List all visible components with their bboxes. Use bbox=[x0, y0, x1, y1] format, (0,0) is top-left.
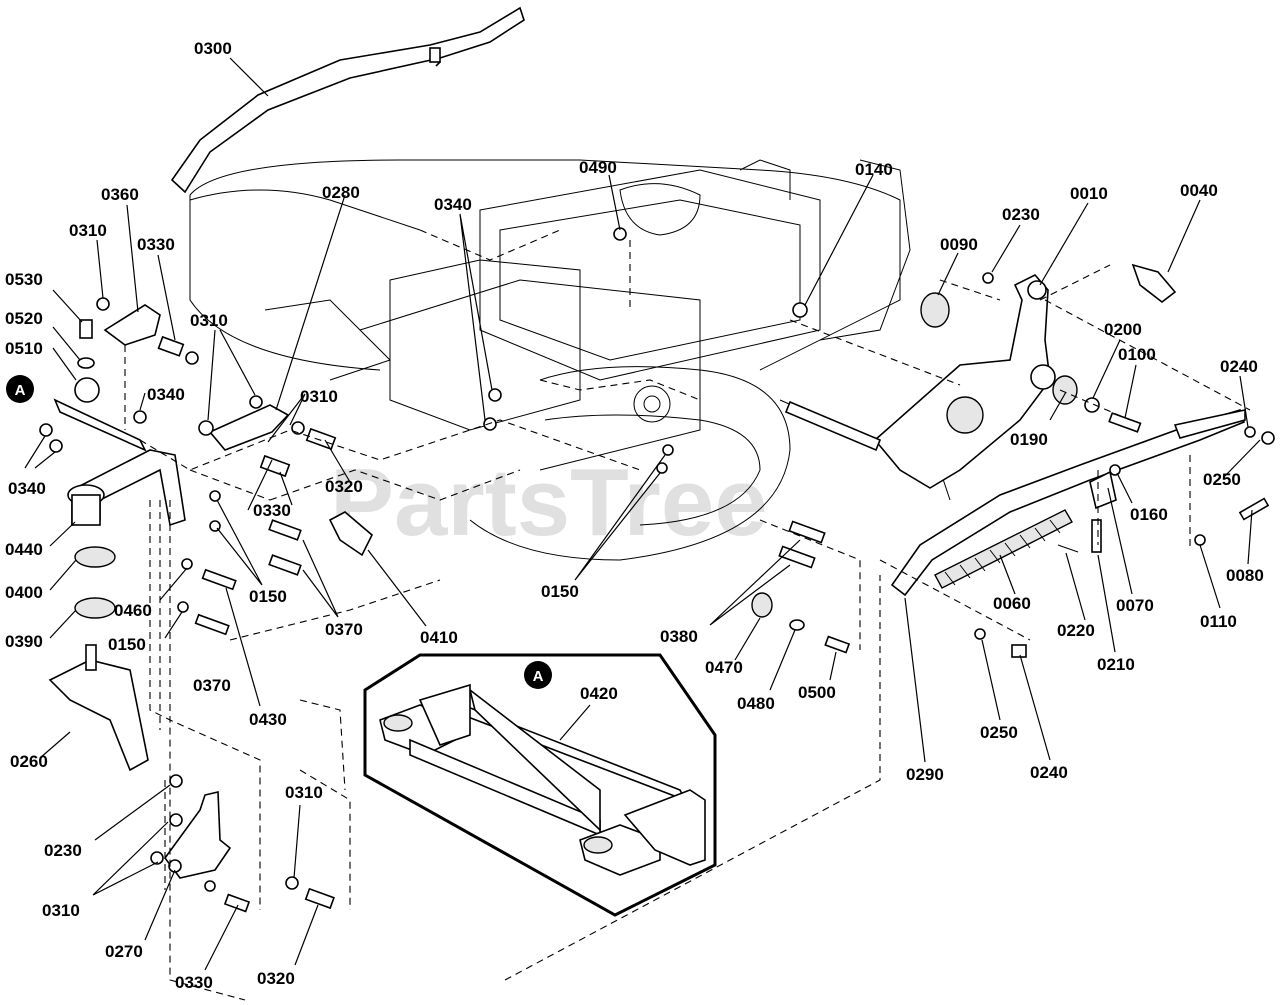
label-0040: 0040 bbox=[1180, 181, 1218, 200]
inset-callout-a: A bbox=[524, 661, 552, 689]
label-0230: 0230 bbox=[44, 841, 82, 860]
label-0290: 0290 bbox=[906, 765, 944, 784]
label-0310: 0310 bbox=[190, 311, 228, 330]
lift-arm-0290 bbox=[890, 409, 1246, 597]
label-0490: 0490 bbox=[579, 158, 617, 177]
lift-bracket-0010 bbox=[873, 274, 1056, 489]
hardware-items bbox=[39, 227, 1275, 658]
label-0100: 0100 bbox=[1118, 345, 1156, 364]
label-0390: 0390 bbox=[5, 632, 43, 651]
label-0330: 0330 bbox=[175, 973, 213, 992]
label-0330: 0330 bbox=[137, 235, 175, 254]
label-0500: 0500 bbox=[798, 683, 836, 702]
detail-callout-a: A bbox=[6, 375, 34, 403]
label-0140: 0140 bbox=[855, 160, 893, 179]
lift-arm-0300 bbox=[170, 6, 525, 194]
label-0480: 0480 bbox=[737, 694, 775, 713]
label-0150: 0150 bbox=[541, 582, 579, 601]
label-0320: 0320 bbox=[257, 969, 295, 988]
label-0190: 0190 bbox=[1010, 430, 1048, 449]
label-0470: 0470 bbox=[705, 658, 743, 677]
label-0370: 0370 bbox=[193, 676, 231, 695]
label-0300: 0300 bbox=[194, 39, 232, 58]
label-0080: 0080 bbox=[1226, 566, 1264, 585]
label-0250: 0250 bbox=[980, 723, 1018, 742]
label-0280: 0280 bbox=[322, 183, 360, 202]
label-0520: 0520 bbox=[5, 309, 43, 328]
label-0090: 0090 bbox=[940, 235, 978, 254]
label-0150: 0150 bbox=[108, 635, 146, 654]
label-0440: 0440 bbox=[5, 540, 43, 559]
label-0210: 0210 bbox=[1097, 655, 1135, 674]
label-0060: 0060 bbox=[993, 594, 1031, 613]
label-0380: 0380 bbox=[660, 627, 698, 646]
label-0070: 0070 bbox=[1116, 596, 1154, 615]
label-0270: 0270 bbox=[105, 942, 143, 961]
front-hanger-assembly bbox=[48, 377, 186, 772]
label-0160: 0160 bbox=[1130, 505, 1168, 524]
label-0110: 0110 bbox=[1200, 612, 1237, 631]
label-0230: 0230 bbox=[1002, 205, 1040, 224]
label-0370: 0370 bbox=[325, 620, 363, 639]
label-0360: 0360 bbox=[101, 185, 139, 204]
part-labels: 0300 0360 0310 0330 0530 0520 0510 0340 … bbox=[5, 39, 1264, 992]
label-0250: 0250 bbox=[1203, 470, 1241, 489]
watermark-text: PartsTree bbox=[330, 449, 768, 556]
cross-shaft bbox=[784, 400, 882, 452]
label-0460: 0460 bbox=[114, 601, 152, 620]
label-0150: 0150 bbox=[249, 587, 287, 606]
leader-lines bbox=[24, 57, 1261, 971]
label-0200: 0200 bbox=[1104, 320, 1142, 339]
label-0240: 0240 bbox=[1030, 763, 1068, 782]
label-0410: 0410 bbox=[420, 628, 458, 647]
label-0340: 0340 bbox=[434, 195, 472, 214]
svg-text:A: A bbox=[15, 382, 26, 399]
label-0420: 0420 bbox=[580, 684, 618, 703]
label-0310: 0310 bbox=[285, 783, 323, 802]
label-0310: 0310 bbox=[69, 221, 107, 240]
label-0340: 0340 bbox=[147, 385, 185, 404]
assembly-lines bbox=[124, 229, 1251, 1001]
spring-0060 bbox=[934, 509, 1073, 589]
label-0010: 0010 bbox=[1070, 184, 1108, 203]
svg-text:A: A bbox=[533, 668, 544, 685]
link-0270 bbox=[150, 774, 335, 913]
label-0400: 0400 bbox=[5, 583, 43, 602]
label-0240: 0240 bbox=[1220, 357, 1258, 376]
label-0430: 0430 bbox=[249, 710, 287, 729]
label-0320: 0320 bbox=[325, 477, 363, 496]
label-0340: 0340 bbox=[8, 479, 46, 498]
label-0220: 0220 bbox=[1057, 621, 1095, 640]
label-0310: 0310 bbox=[42, 901, 80, 920]
label-0510: 0510 bbox=[5, 339, 43, 358]
label-0260: 0260 bbox=[10, 752, 48, 771]
inset-detail-a bbox=[363, 653, 717, 917]
label-0330: 0330 bbox=[253, 501, 291, 520]
label-0310: 0310 bbox=[300, 387, 338, 406]
label-0530: 0530 bbox=[5, 270, 43, 289]
